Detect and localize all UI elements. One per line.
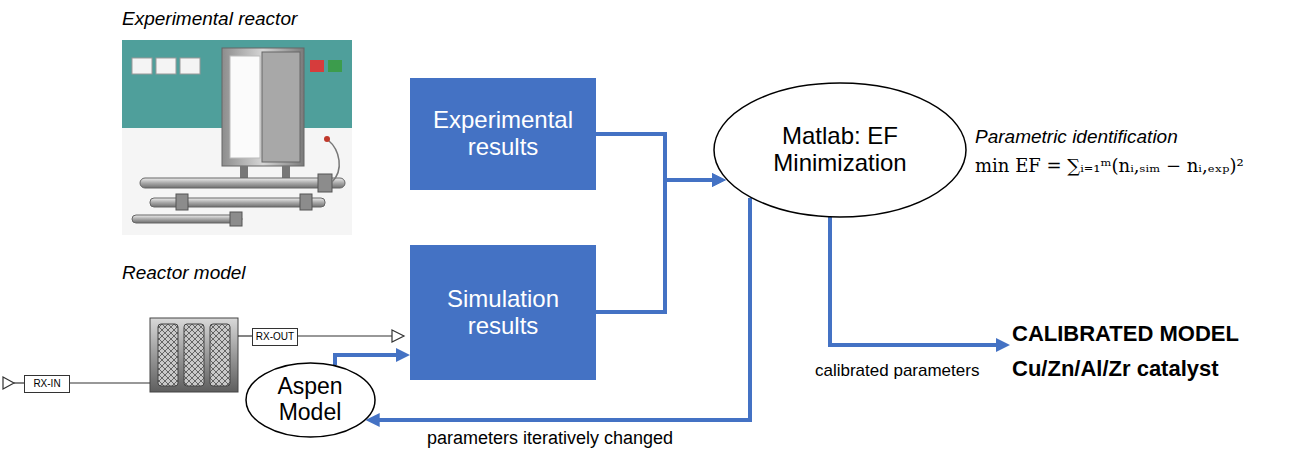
- method-note: Parametric identification: [975, 126, 1178, 148]
- photo-caption: Experimental reactor: [122, 8, 297, 30]
- arrow-label: calibrated parameters: [815, 361, 979, 381]
- flow-connector: [374, 198, 750, 420]
- node-text-group: Aspen Model: [265, 374, 355, 426]
- process-ellipse: Matlab: EF Minimization: [713, 82, 967, 218]
- result-subtitle: Cu/Zn/Al/Zr catalyst: [1012, 356, 1219, 382]
- output-arrow: [830, 200, 1002, 345]
- node-text: Experimental results: [420, 107, 586, 161]
- connector-label: parameters iteratively changed: [425, 428, 675, 449]
- reactor-block-icon: [150, 318, 238, 392]
- reactor-photo: [122, 40, 352, 235]
- stream-arrow: [3, 377, 14, 389]
- flow-connector: [596, 180, 718, 312]
- model-caption: Reactor model: [122, 262, 246, 284]
- ellipse-shape: [246, 363, 375, 437]
- node-text-group: RX-IN: [33, 378, 60, 389]
- objective-formula: min EF = ∑ᵢ₌₁ᵐ(nᵢ,ₛᵢₘ − nᵢ,ₑₓₚ)²: [975, 155, 1244, 176]
- node-text-group: Simulation results: [420, 286, 586, 340]
- node-text-group: Matlab: EF Minimization: [755, 123, 925, 177]
- node-text: Matlab: EF Minimization: [755, 123, 925, 177]
- node-text: Aspen Model: [265, 374, 355, 426]
- node-text: RX-OUT: [256, 331, 294, 342]
- flow-connector: [596, 134, 718, 180]
- result-title: CALIBRATED MODEL: [1012, 321, 1239, 347]
- flow-connector: [335, 355, 402, 365]
- ellipse-shape: [714, 83, 966, 217]
- node-text: RX-IN: [33, 378, 60, 389]
- node-text-group: RX-OUT: [256, 331, 294, 342]
- result-box: Experimental results: [410, 78, 596, 190]
- stream-arrow: [392, 330, 404, 342]
- result-box: Simulation results: [410, 245, 596, 380]
- process-ellipse: Aspen Model: [245, 362, 376, 438]
- stream-tag: RX-IN: [24, 375, 70, 393]
- stream-tag: RX-OUT: [252, 328, 298, 346]
- node-text: Simulation results: [420, 286, 586, 340]
- node-text-group: Experimental results: [420, 107, 586, 161]
